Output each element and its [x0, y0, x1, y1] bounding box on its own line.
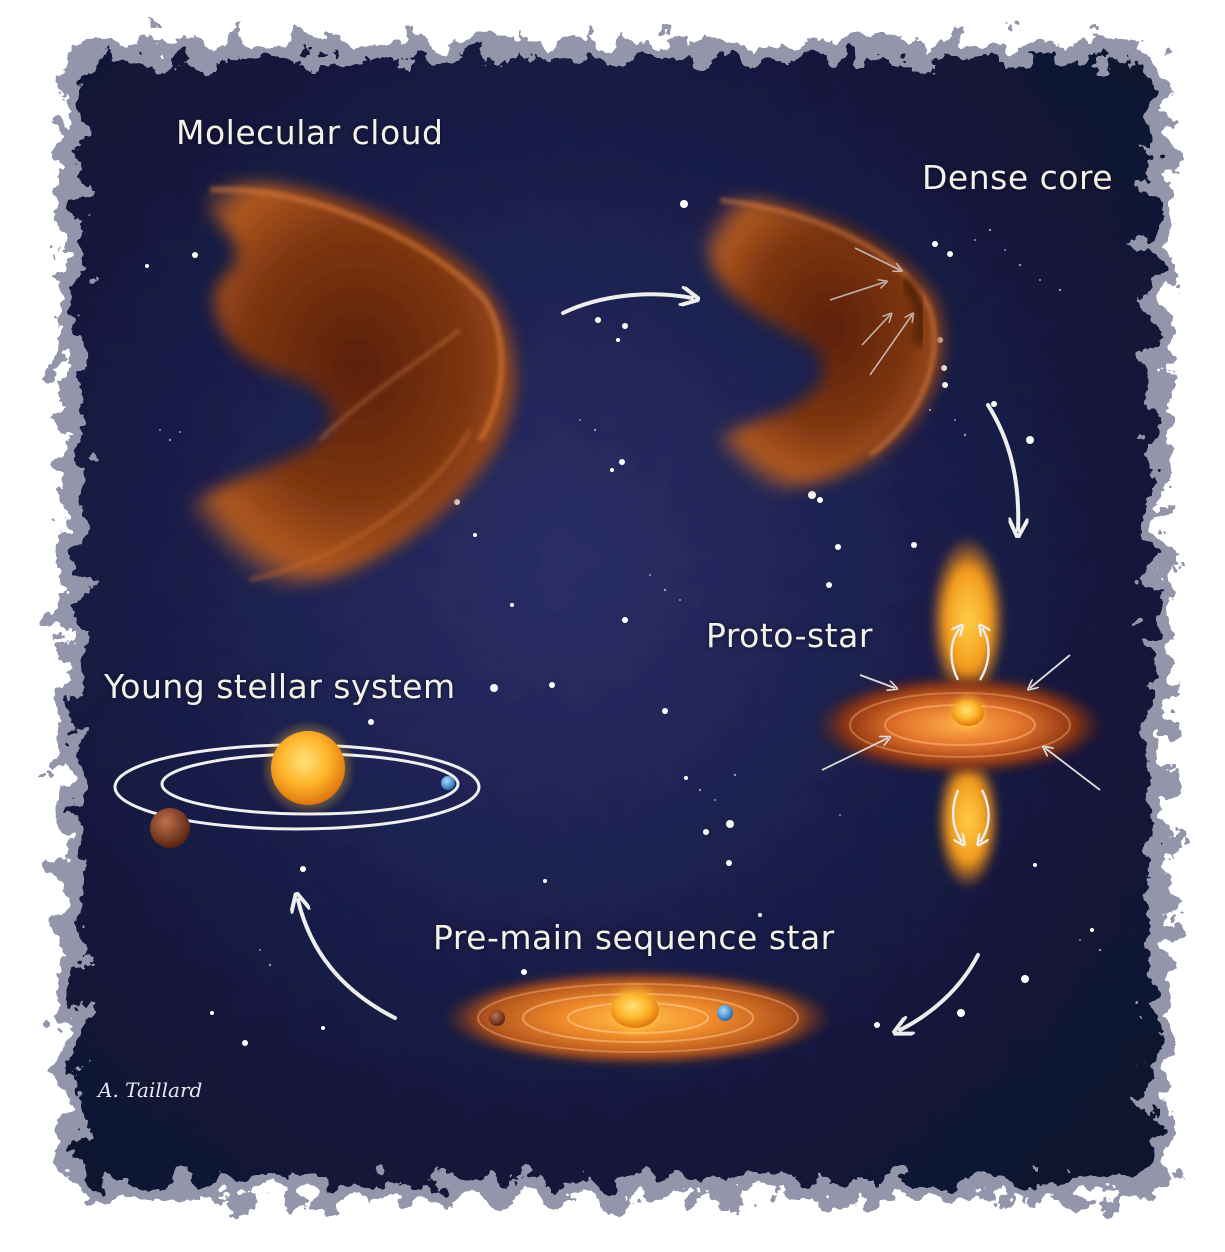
label-young-stellar-system: Young stellar system — [104, 667, 456, 706]
label-pre-main-sequence-star: Pre-main sequence star — [433, 918, 835, 957]
label-molecular-cloud: Molecular cloud — [176, 113, 444, 152]
label-dense-core: Dense core — [922, 158, 1113, 197]
artist-signature: A. Taillard — [98, 1078, 202, 1102]
pre-main-sequence-star-illustration — [443, 970, 833, 1066]
label-proto-star: Proto-star — [706, 616, 873, 655]
